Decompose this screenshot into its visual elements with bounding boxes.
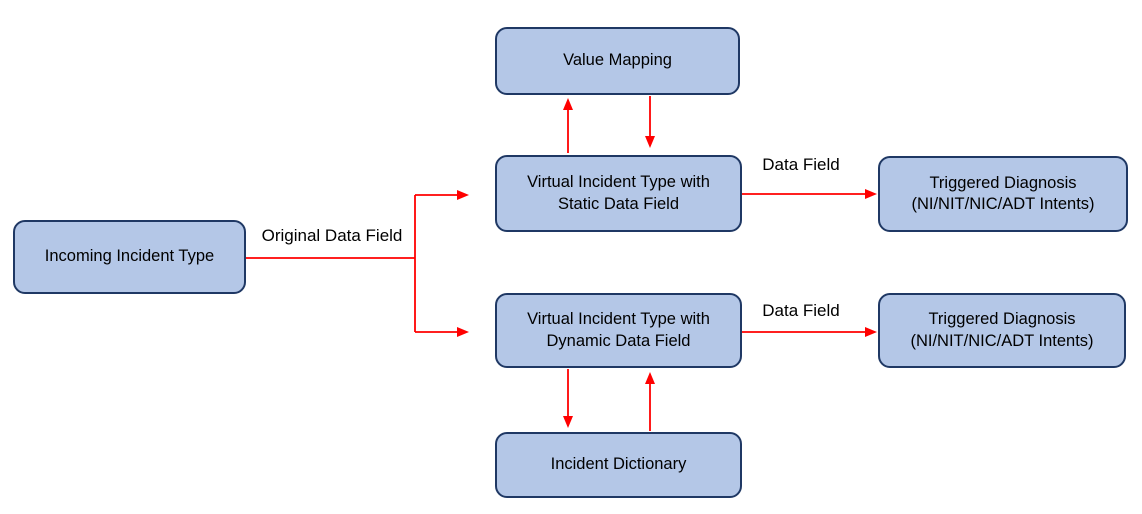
node-label: Triggered Diagnosis (NI/NIT/NIC/ADT Inte… — [911, 173, 1095, 213]
node-label: Virtual Incident Type with Static Data F… — [527, 173, 710, 213]
node-value-mapping: Value Mapping — [495, 27, 740, 95]
edge-label-original-data-field: Original Data Field — [261, 226, 403, 245]
node-virtual-incident-type-static: Virtual Incident Type with Static Data F… — [495, 155, 742, 232]
node-incoming-incident-type: Incoming Incident Type — [13, 220, 246, 294]
node-label: Triggered Diagnosis (NI/NIT/NIC/ADT Inte… — [910, 310, 1094, 350]
node-label: Virtual Incident Type with Dynamic Data … — [527, 310, 710, 350]
node-label: Value Mapping — [563, 51, 672, 70]
node-triggered-diagnosis-bottom: Triggered Diagnosis (NI/NIT/NIC/ADT Inte… — [878, 293, 1126, 368]
node-label: Incident Dictionary — [550, 455, 687, 474]
node-label: Incoming Incident Type — [44, 247, 215, 266]
node-triggered-diagnosis-top: Triggered Diagnosis (NI/NIT/NIC/ADT Inte… — [878, 156, 1128, 232]
edge-label-data-field-top: Data Field — [762, 155, 840, 174]
node-virtual-incident-type-dynamic: Virtual Incident Type with Dynamic Data … — [495, 293, 742, 368]
node-incident-dictionary: Incident Dictionary — [495, 432, 742, 498]
edge-label-data-field-bottom: Data Field — [762, 301, 840, 320]
